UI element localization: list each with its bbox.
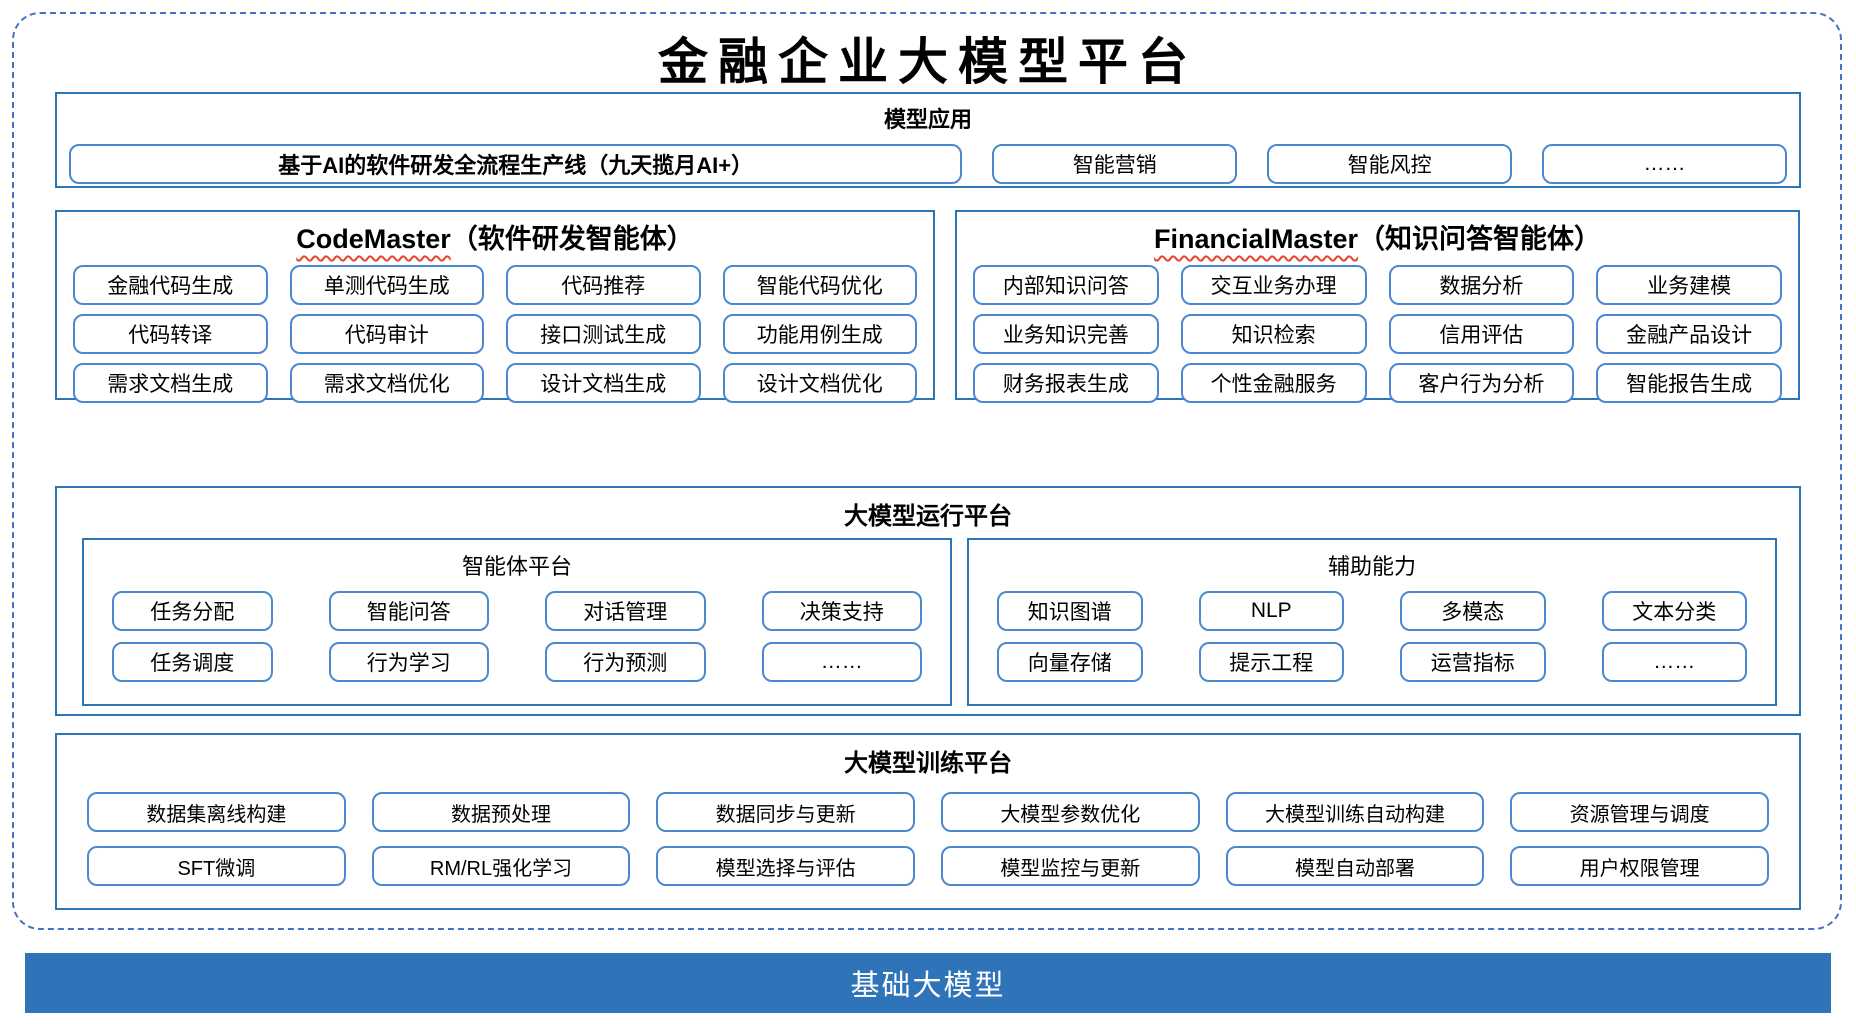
diagram-node: 设计文档优化 xyxy=(722,363,917,403)
diagram-node: 代码转译 xyxy=(73,314,268,354)
diagram-node: 行为预测 xyxy=(545,642,706,682)
diagram-node: 单测代码生成 xyxy=(289,265,484,305)
diagram-node: 数据预处理 xyxy=(371,792,631,832)
app-node-risk-control: 智能风控 xyxy=(1267,144,1513,184)
diagram-node: 信用评估 xyxy=(1388,314,1575,354)
diagram-node: 文本分类 xyxy=(1601,591,1747,631)
diagram-node: 行为学习 xyxy=(328,642,489,682)
section-model-applications-header: 模型应用 xyxy=(883,107,972,132)
diagram-node: 财务报表生成 xyxy=(973,363,1159,403)
diagram-node: 数据分析 xyxy=(1388,265,1575,305)
app-primary-node: 基于AI的软件研发全流程生产线（九天揽月AI+） xyxy=(69,144,963,184)
diagram-node: 功能用例生成 xyxy=(722,314,917,354)
aux-capability-grid: 知识图谱 NLP 多模态 文本分类向量存储 提示工程 运营指标 …… xyxy=(997,591,1747,682)
agent-platform-header: 智能体平台 xyxy=(461,554,572,579)
diagram-node: 需求文档优化 xyxy=(289,363,484,403)
diagram-node: 代码审计 xyxy=(289,314,484,354)
training-platform-grid: 数据集离线构建数据预处理数据同步与更新大模型参数优化大模型训练自动构建资源管理与… xyxy=(87,792,1769,886)
codemaster-title-en: CodeMaster xyxy=(296,224,451,254)
app-node-ellipsis: …… xyxy=(1542,144,1787,184)
agent-platform-grid: 任务分配 智能问答 对话管理 决策支持任务调度 行为学习 行为预测 …… xyxy=(112,591,922,682)
diagram-node: 多模态 xyxy=(1400,591,1546,631)
diagram-node: 金融产品设计 xyxy=(1596,314,1782,354)
app-node-marketing: 智能营销 xyxy=(992,144,1238,184)
section-financialmaster: FinancialMaster（知识问答智能体） 内部知识问答交互业务办理数据分… xyxy=(955,210,1800,403)
section-model-applications: 模型应用 基于AI的软件研发全流程生产线（九天揽月AI+） 智能营销 智能风控 … xyxy=(55,92,1801,188)
diagram-node: …… xyxy=(761,642,922,682)
diagram-node: 模型自动部署 xyxy=(1225,846,1485,886)
training-platform-header: 大模型训练平台 xyxy=(844,750,1012,777)
diagram-node: 模型选择与评估 xyxy=(656,846,915,886)
diagram-node: NLP xyxy=(1198,591,1344,631)
diagram-node: 任务分配 xyxy=(112,591,273,631)
diagram-node: 提示工程 xyxy=(1198,642,1344,682)
section-codemaster: CodeMaster（软件研发智能体） 金融代码生成单测代码生成代码推荐智能代码… xyxy=(55,210,935,403)
diagram-node: 业务知识完善 xyxy=(973,314,1159,354)
diagram-node: 代码推荐 xyxy=(506,265,701,305)
diagram-node: RM/RL强化学习 xyxy=(371,846,631,886)
section-runtime-platform: 大模型运行平台 智能体平台 任务分配 智能问答 对话管理 决策支持任务调度 行为学习 行为… xyxy=(55,486,1801,716)
financialmaster-title-zh: （知识问答智能体） xyxy=(1358,224,1602,254)
diagram-node: 交互业务办理 xyxy=(1180,265,1367,305)
codemaster-grid: 金融代码生成单测代码生成代码推荐智能代码优化代码转译代码审计接口测试生成功能用例… xyxy=(73,265,917,403)
diagram-node: 个性金融服务 xyxy=(1180,363,1367,403)
runtime-platform-header: 大模型运行平台 xyxy=(844,503,1012,530)
diagram-node: 接口测试生成 xyxy=(506,314,701,354)
diagram-node: 金融代码生成 xyxy=(73,265,268,305)
diagram-node: 客户行为分析 xyxy=(1388,363,1575,403)
codemaster-title-zh: （软件研发智能体） xyxy=(450,224,694,254)
diagram-node: 运营指标 xyxy=(1400,642,1546,682)
base-model-bar-label: 基础大模型 xyxy=(850,970,1006,1002)
diagram-node: 业务建模 xyxy=(1596,265,1782,305)
diagram-node: 用户权限管理 xyxy=(1510,846,1769,886)
diagram-node: 智能代码优化 xyxy=(722,265,917,305)
diagram-node: 任务调度 xyxy=(112,642,273,682)
model-applications-row: 基于AI的软件研发全流程生产线（九天揽月AI+） 智能营销 智能风控 …… xyxy=(69,144,1787,184)
page-title: 金融企业大模型平台 xyxy=(658,32,1198,91)
financialmaster-title-en: FinancialMaster xyxy=(1153,224,1359,254)
diagram-node: 智能问答 xyxy=(328,591,489,631)
diagram-node: 数据同步与更新 xyxy=(656,792,915,832)
diagram-node: 模型监控与更新 xyxy=(940,846,1200,886)
diagram-node: 资源管理与调度 xyxy=(1510,792,1769,832)
codemaster-header: CodeMaster（软件研发智能体） xyxy=(57,217,933,256)
diagram-node: …… xyxy=(1601,642,1747,682)
diagram-node: SFT微调 xyxy=(87,846,346,886)
panel-agent-platform: 智能体平台 任务分配 智能问答 对话管理 决策支持任务调度 行为学习 行为预测 …… xyxy=(82,538,952,706)
diagram-node: 内部知识问答 xyxy=(973,265,1159,305)
section-training-platform: 大模型训练平台 数据集离线构建数据预处理数据同步与更新大模型参数优化大模型训练自… xyxy=(55,733,1801,910)
diagram-node: 对话管理 xyxy=(545,591,706,631)
financialmaster-grid: 内部知识问答交互业务办理数据分析业务建模业务知识完善知识检索信用评估金融产品设计… xyxy=(973,265,1782,403)
diagram-node: 大模型参数优化 xyxy=(940,792,1200,832)
diagram-node: 向量存储 xyxy=(997,642,1143,682)
diagram-node: 数据集离线构建 xyxy=(87,792,346,832)
base-model-bar: 基础大模型 xyxy=(25,953,1831,1013)
diagram-node: 知识图谱 xyxy=(997,591,1143,631)
diagram-node: 智能报告生成 xyxy=(1596,363,1782,403)
diagram-node: 大模型训练自动构建 xyxy=(1225,792,1485,832)
aux-capability-header: 辅助能力 xyxy=(1327,554,1416,579)
panel-aux-capability: 辅助能力 知识图谱 NLP 多模态 文本分类向量存储 提示工程 运营指标 …… xyxy=(967,538,1777,706)
diagram-node: 设计文档生成 xyxy=(506,363,701,403)
financialmaster-header: FinancialMaster（知识问答智能体） xyxy=(957,217,1798,256)
diagram-node: 需求文档生成 xyxy=(73,363,268,403)
diagram-node: 决策支持 xyxy=(761,591,922,631)
diagram-node: 知识检索 xyxy=(1180,314,1367,354)
